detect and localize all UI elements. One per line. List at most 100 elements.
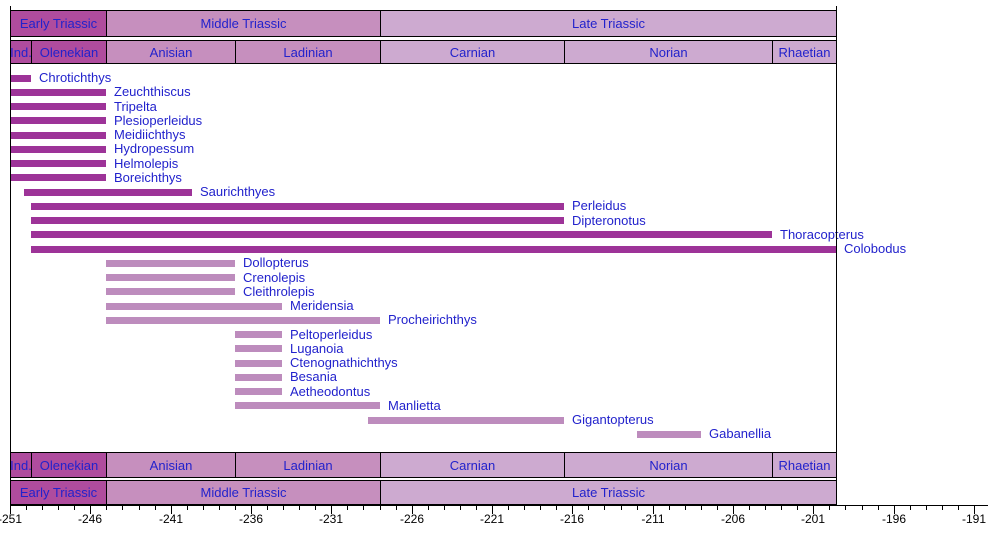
axis-tick-label: -246 [77,512,103,526]
axis-tick-label: -251 [0,512,23,526]
axis-tick-minor [701,506,702,510]
stage-cell: Norian [564,452,773,478]
axis-tick-minor [717,506,718,510]
stage-cell: Ladinian [235,40,381,64]
stage-cell: Rhaetian [772,40,837,64]
axis-tick-minor [588,506,589,510]
axis-tick-minor [797,506,798,510]
axis-tick-major [733,506,734,514]
period-cell: Middle Triassic [106,10,381,37]
axis-tick-minor [347,506,348,510]
axis-tick-minor [958,506,959,510]
axis-tick-minor [203,506,204,510]
taxon-label: Cleithrolepis [243,284,315,299]
axis-tick-minor [155,506,156,510]
axis-tick-label: -206 [720,512,746,526]
stage-cell: Rhaetian [772,452,837,478]
taxon-bar [637,431,701,438]
stage-cell: Ind. [10,452,32,478]
axis-tick-label: -216 [559,512,585,526]
period-cell-label: Middle Triassic [200,485,287,500]
stage-cell-label: Ladinian [283,44,333,60]
axis-tick-minor [380,506,381,510]
axis-tick-minor [845,506,846,510]
stage-cell: Olenekian [31,452,107,478]
taxon-bar [235,345,282,352]
axis-tick-major [412,506,413,514]
stage-cell-label: Rhaetian [778,457,831,473]
stage-cell-label: Ind. [10,44,32,60]
axis-tick-minor [637,506,638,510]
taxon-label: Dipteronotus [572,213,646,228]
stage-cell-label: Ladinian [283,457,333,473]
axis-tick-major [974,506,975,514]
axis-tick-minor [122,506,123,510]
axis-tick-minor [781,506,782,510]
axis-tick-major [171,506,172,514]
period-cell-label: Middle Triassic [200,16,287,31]
taxon-label: Colobodus [844,241,907,256]
taxon-bar [106,260,235,267]
taxon-bar [235,388,282,395]
stage-cell-label: Olenekian [39,457,99,473]
axis-tick-minor [428,506,429,510]
axis-tick-major [894,506,895,514]
axis-tick-minor [139,506,140,510]
stage-cell-label: Carnian [449,44,496,60]
stage-cell-label: Norian [649,457,688,473]
taxon-label: Procheirichthys [388,312,477,327]
axis-tick-label: -236 [238,512,264,526]
stage-cell: Olenekian [31,40,107,64]
taxon-bar [235,402,380,409]
axis-tick-major [10,506,11,514]
taxon-label: Aetheodontus [290,384,371,399]
axis-tick-minor [235,506,236,510]
stage-cell: Norian [564,40,773,64]
axis-tick-minor [58,506,59,510]
axis-tick-minor [460,506,461,510]
taxon-label: Besania [290,369,337,384]
taxon-bar [10,89,106,96]
taxon-label: Dollopterus [243,255,309,270]
right-frame-line [836,6,837,506]
taxon-bar [24,189,192,196]
axis-tick-minor [926,506,927,510]
axis-tick-minor [942,506,943,510]
taxon-label: Perleidus [572,198,627,213]
taxon-label: Gabanellia [709,426,772,441]
period-cell: Late Triassic [380,10,837,37]
axis-tick-minor [749,506,750,510]
taxon-bar [235,331,282,338]
taxon-bar [106,303,282,310]
taxon-label: Meidiichthys [114,127,186,142]
axis-tick-minor [524,506,525,510]
taxon-label: Peltoperleidus [290,327,373,342]
taxon-bar [235,360,282,367]
axis-tick-minor [669,506,670,510]
stage-cell-label: Olenekian [39,44,99,60]
stage-cell-label: Anisian [149,44,193,60]
taxon-bar [106,288,235,295]
period-cell-label: Late Triassic [572,485,645,500]
axis-tick-label: -221 [479,512,505,526]
taxon-label: Ctenognathichthys [290,355,398,370]
taxon-label: Plesioperleidus [114,113,203,128]
axis-tick-minor [187,506,188,510]
stage-cell: Anisian [106,40,236,64]
axis-tick-major [653,506,654,514]
axis-tick-label: -196 [881,512,907,526]
left-frame-line [10,6,11,506]
period-cell: Early Triassic [10,480,107,505]
period-cell-label: Late Triassic [572,16,645,31]
period-cell-label: Early Triassic [19,485,98,500]
taxon-label: Saurichthyes [200,184,276,199]
axis-tick-major [331,506,332,514]
taxon-bar [106,274,235,281]
taxon-label: Luganoia [290,341,344,356]
taxon-bar [31,246,836,253]
stage-cell-label: Carnian [449,457,496,473]
taxon-label: Manlietta [388,398,441,413]
axis-tick-major [813,506,814,514]
taxon-label: Chrotichthys [39,70,112,85]
